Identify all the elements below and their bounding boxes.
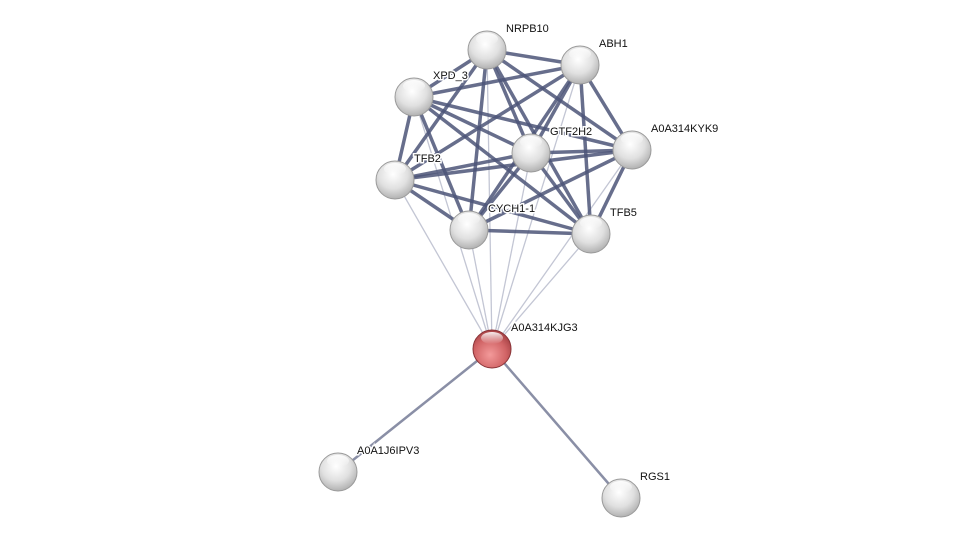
node-label: ABH1 bbox=[599, 38, 628, 50]
node-label: RGS1 bbox=[640, 471, 670, 483]
node-tfb2[interactable]: TFB2 bbox=[375, 152, 442, 200]
edge-TFB5-A0A314KJG3[interactable] bbox=[491, 233, 592, 350]
node-rgs1[interactable]: RGS1 bbox=[601, 470, 671, 518]
node-highlight bbox=[327, 455, 349, 467]
node-highlight bbox=[458, 213, 480, 225]
edge-A0A314KYK9-A0A314KJG3[interactable] bbox=[491, 149, 633, 350]
edge-A0A314KJG3-A0A1J6IPV3[interactable] bbox=[337, 348, 493, 473]
edge-A0A314KYK9-TFB2[interactable] bbox=[394, 148, 633, 182]
node-cych1-1[interactable]: CYCH1-1 bbox=[449, 202, 537, 250]
edge-CYCH1-1-A0A314KJG3[interactable] bbox=[468, 229, 493, 350]
edge-TFB2-A0A314KJG3[interactable] bbox=[394, 179, 493, 350]
node-label: GTF2H2 bbox=[550, 126, 592, 138]
node-highlight bbox=[569, 48, 591, 60]
node-a0a1j6ipv3[interactable]: A0A1J6IPV3 bbox=[318, 444, 421, 492]
node-abh1[interactable]: ABH1 bbox=[560, 37, 629, 85]
node-label: XPD_3 bbox=[433, 70, 468, 82]
node-label: TFB5 bbox=[610, 207, 637, 219]
node-nrpb10[interactable]: NRPB10 bbox=[467, 22, 550, 70]
node-label: CYCH1-1 bbox=[488, 203, 535, 215]
node-label: NRPB10 bbox=[506, 23, 549, 35]
edge-A0A314KYK9-CYCH1-1[interactable] bbox=[468, 148, 633, 232]
edge-ABH1-A0A314KJG3[interactable] bbox=[491, 64, 581, 350]
edge-ABH1-XPD_3[interactable] bbox=[413, 63, 581, 99]
node-label: TFB2 bbox=[414, 153, 441, 165]
node-a0a314kjg3[interactable]: A0A314KJG3 bbox=[472, 321, 579, 369]
node-xpd_3[interactable]: XPD_3 bbox=[394, 69, 469, 117]
node-a0a314kyk9[interactable]: A0A314KYK9 bbox=[612, 122, 720, 170]
edge-ABH1-TFB2[interactable] bbox=[394, 63, 581, 182]
node-highlight bbox=[610, 481, 632, 493]
edge-GTF2H2-A0A314KJG3[interactable] bbox=[491, 152, 532, 350]
node-highlight bbox=[580, 217, 602, 229]
edge-TFB2-TFB5[interactable] bbox=[394, 178, 592, 236]
edge-ABH1-TFB5[interactable] bbox=[578, 64, 593, 235]
edge-XPD_3-A0A314KYK9[interactable] bbox=[413, 95, 633, 152]
node-tfb5[interactable]: TFB5 bbox=[571, 206, 638, 254]
node-highlight bbox=[476, 33, 498, 45]
edge-CYCH1-1-TFB5[interactable] bbox=[468, 228, 592, 236]
node-label: A0A1J6IPV3 bbox=[357, 445, 419, 457]
node-highlight bbox=[520, 136, 542, 148]
node-label: A0A314KJG3 bbox=[511, 322, 578, 334]
edge-XPD_3-CYCH1-1[interactable] bbox=[412, 96, 471, 231]
node-highlight bbox=[481, 332, 503, 344]
node-highlight bbox=[403, 80, 425, 92]
node-label: A0A314KYK9 bbox=[651, 123, 718, 135]
edge-XPD_3-GTF2H2[interactable] bbox=[413, 95, 532, 155]
node-gtf2h2[interactable]: GTF2H2 bbox=[511, 125, 594, 173]
edge-A0A314KJG3-RGS1[interactable] bbox=[491, 348, 622, 499]
node-highlight bbox=[384, 163, 406, 175]
edge-NRPB10-TFB2[interactable] bbox=[393, 48, 489, 182]
node-highlight bbox=[621, 133, 643, 145]
